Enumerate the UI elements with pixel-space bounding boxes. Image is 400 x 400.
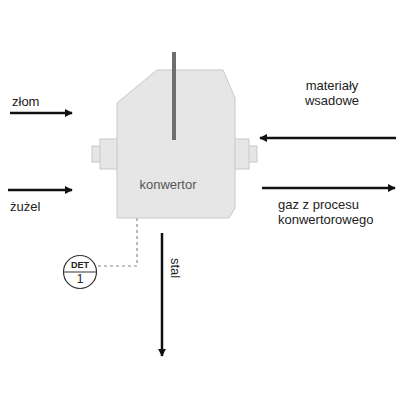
- input-arrow: [10, 112, 72, 115]
- converter-vessel: konwertor: [92, 68, 257, 222]
- output-label: gaz z procesu konwertorowego: [278, 197, 394, 227]
- trunnion: [234, 139, 249, 169]
- trunnion: [100, 139, 118, 169]
- input-arrow: [260, 137, 396, 140]
- callout-circle: [64, 256, 97, 289]
- converter-outline: [92, 68, 257, 222]
- leader-line: [97, 218, 137, 266]
- input-arrow: [8, 189, 72, 192]
- output-arrow: [262, 187, 395, 190]
- input-label: materiały wsadowe: [290, 78, 374, 108]
- output-label: stal: [168, 258, 183, 278]
- input-label: żużel: [10, 199, 70, 214]
- callout-number: 1: [77, 273, 84, 286]
- input-label: złom: [12, 94, 72, 109]
- output-arrow: [161, 233, 164, 356]
- vessel-label: konwertor: [139, 178, 196, 192]
- detail-callout: DET 1: [63, 255, 97, 289]
- oxygen-lance: [172, 52, 176, 140]
- callout-number: DET: [71, 260, 89, 270]
